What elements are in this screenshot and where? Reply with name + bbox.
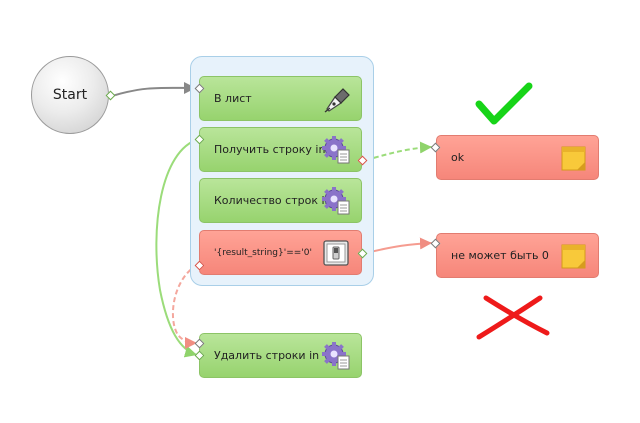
pen-nib-icon [321,84,351,114]
edge-start-to-sheet [111,81,197,97]
node-row-count-label: Количество строк in [214,194,332,207]
edge-condition-to-error [365,237,433,254]
sticky-note-icon [558,241,588,271]
start-label: Start [52,87,88,103]
node-ok-label: ok [451,151,465,164]
gear-document-icon [321,135,351,165]
switch-icon [321,238,351,268]
edge-getrow-to-ok [365,141,433,161]
node-delete-rows[interactable]: Удалить строки in [199,333,362,378]
gear-document-icon [321,186,351,216]
node-row-count[interactable]: Количество строк in [199,178,362,223]
check-mark [475,82,533,125]
node-to-sheet-label: В лист [214,92,252,105]
node-error[interactable]: не может быть 0 [436,233,599,278]
node-condition-label: '{result_string}'=='0' [214,247,312,258]
sticky-note-icon [558,143,588,173]
cross-mark-stroke-2 [476,295,543,340]
node-ok[interactable]: ok [436,135,599,180]
node-condition[interactable]: '{result_string}'=='0' [199,230,362,275]
node-get-row-label: Получить строку in [214,143,326,156]
node-error-label: не может быть 0 [451,249,549,262]
node-get-row[interactable]: Получить строку in [199,127,362,172]
node-to-sheet[interactable]: В лист [199,76,362,121]
cross-mark-stroke-1 [483,295,550,336]
start-node[interactable]: Start [31,56,109,134]
gear-document-icon [321,341,351,371]
node-delete-rows-label: Удалить строки in [214,349,320,362]
